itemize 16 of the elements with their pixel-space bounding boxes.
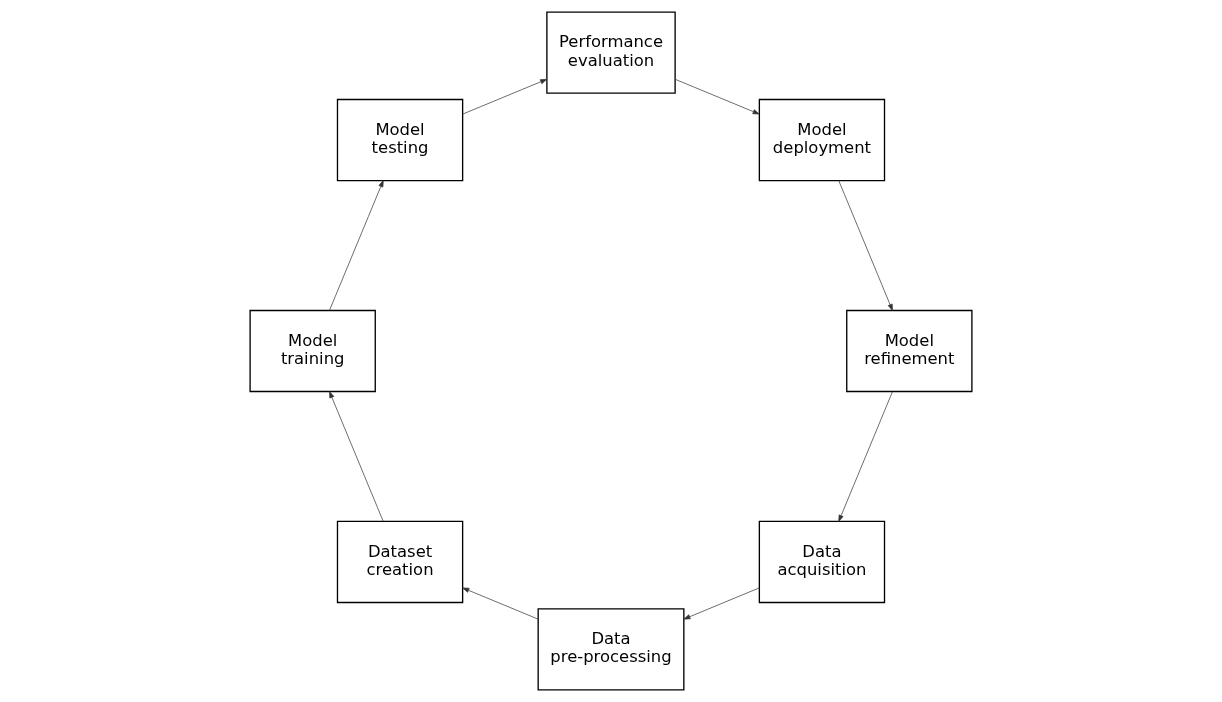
node-box: Model refinement bbox=[846, 309, 973, 393]
node-box: Data pre-processing bbox=[537, 608, 685, 691]
node-box: Performance evaluation bbox=[546, 11, 676, 94]
node-box: Model deployment bbox=[758, 98, 886, 182]
arrow bbox=[674, 78, 760, 115]
node-box: Model testing bbox=[336, 98, 464, 182]
arrow bbox=[683, 587, 760, 620]
arrow bbox=[462, 587, 539, 620]
node-box: Data acquisition bbox=[758, 520, 886, 604]
arrow bbox=[329, 391, 384, 522]
node-box: Dataset creation bbox=[336, 520, 464, 604]
node-box: Model training bbox=[249, 309, 376, 393]
arrow bbox=[462, 78, 548, 115]
arrow bbox=[838, 180, 893, 311]
arrow bbox=[329, 180, 384, 311]
arrow bbox=[838, 391, 893, 522]
